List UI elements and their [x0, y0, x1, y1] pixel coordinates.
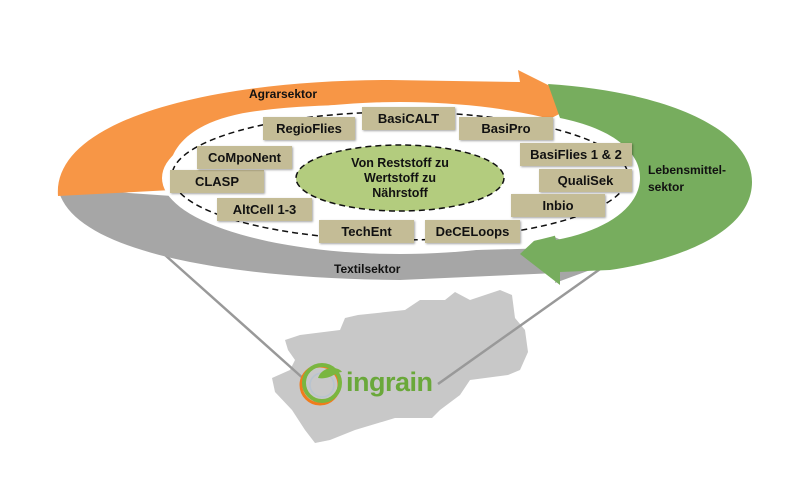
agrar-arrow: [57, 70, 583, 196]
project-box-deceloops: DeCELoops: [425, 220, 520, 243]
nrw-map: [272, 290, 528, 443]
project-box-regioflies: RegioFlies: [263, 117, 355, 140]
sector-label-textil: Textilsektor: [334, 262, 401, 276]
project-box-clasp: CLASP: [170, 170, 264, 193]
ingrain-logo-icon: [299, 363, 342, 406]
project-box-component: CoMpoNent: [197, 146, 292, 169]
sector-label-agrar: Agrarsektor: [249, 87, 318, 101]
center-line-2: Wertstoff zu: [364, 170, 436, 185]
project-box-qualisek: QualiSek: [539, 169, 632, 192]
project-box-inbio: Inbio: [511, 194, 605, 217]
project-box-basiflies: BasiFlies 1 & 2: [520, 143, 632, 166]
project-box-altcell: AltCell 1-3: [217, 198, 312, 221]
sector-label-lebensmittel-1: Lebensmittel-: [648, 163, 727, 177]
center-ellipse: [295, 144, 505, 212]
center-text: Von Reststoff zu Wertstoff zu Nährstoff: [296, 145, 504, 211]
connector-line-left: [164, 254, 306, 381]
project-box-techent: TechEnt: [319, 220, 414, 243]
lebensmittel-arrow: [520, 84, 752, 285]
center-line-3: Nährstoff: [372, 185, 428, 200]
center-line-1: Von Reststoff zu: [351, 155, 449, 170]
project-box-basicalt: BasiCALT: [362, 107, 455, 130]
textil-arrow: [58, 188, 612, 283]
ingrain-logo-text: ingrain: [346, 367, 433, 397]
project-box-basipro: BasiPro: [459, 117, 553, 140]
connector-line-right: [437, 260, 611, 386]
sector-label-lebensmittel-2: sektor: [648, 180, 685, 194]
